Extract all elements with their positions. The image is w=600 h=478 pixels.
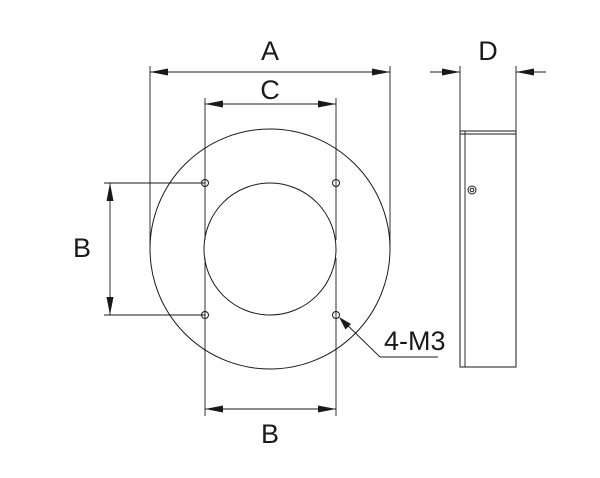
dimension-label-c: C: [260, 75, 280, 105]
side-view-body: [459, 130, 517, 368]
dimension-label-d: D: [478, 36, 498, 66]
inner-bore-edge: [203, 182, 337, 316]
arrowhead-b-vertical-top: [106, 183, 114, 201]
front-view: [149, 128, 391, 370]
arrowhead-b-horizontal-right: [318, 405, 336, 413]
dimension-a: A: [149, 36, 391, 249]
dimension-label-b-left: B: [73, 233, 91, 263]
dimension-d: D: [430, 36, 546, 131]
outer-ring-edge: [149, 128, 391, 370]
hole-callout: 4-M3: [339, 317, 446, 358]
dimension-b-vertical: B: [73, 182, 205, 316]
dimension-c: C: [204, 75, 337, 240]
arrowhead-b-horizontal-left: [205, 405, 223, 413]
arrowhead-a-right: [372, 68, 390, 76]
dimension-b-horizontal: B: [204, 258, 337, 449]
dimension-label-a: A: [261, 36, 279, 66]
side-view-screw-outer: [467, 185, 477, 195]
arrowhead-c-right: [318, 100, 336, 108]
hole-callout-label: 4-M3: [384, 326, 446, 356]
side-view: [459, 130, 517, 368]
dimension-label-b-bottom: B: [261, 419, 279, 449]
arrowhead-a-left: [150, 68, 168, 76]
arrowhead-d-right: [516, 68, 534, 76]
side-view-screw-inner: [469, 187, 475, 193]
arrowhead-c-left: [205, 100, 223, 108]
arrowhead-d-left: [442, 68, 460, 76]
leader-arrowhead: [339, 317, 351, 330]
arrowhead-b-vertical-bottom: [106, 297, 114, 315]
